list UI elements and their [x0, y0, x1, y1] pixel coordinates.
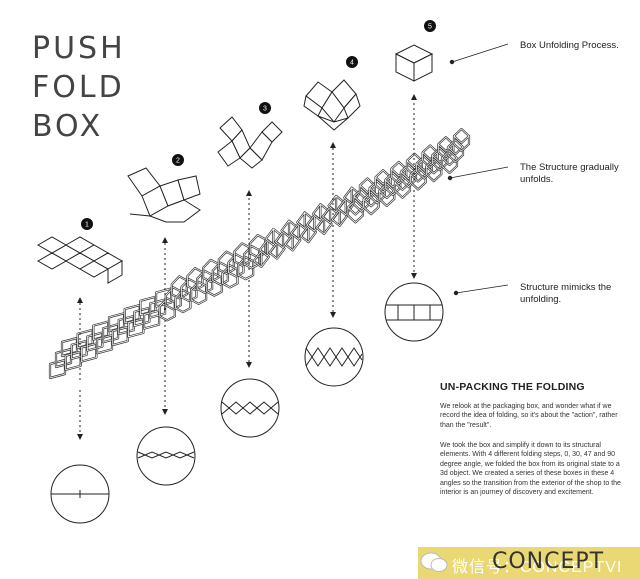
title-line-2: FOLD: [32, 70, 125, 105]
step-badges: 1 2 3 4 5: [81, 20, 436, 230]
box-net-step-1: [36, 236, 124, 284]
lattice-cell: [48, 358, 67, 380]
lattice-cell: [133, 306, 151, 327]
lattice-cell: [190, 280, 208, 305]
leader-mimics: [455, 284, 509, 294]
step-badge-number: 4: [350, 60, 354, 67]
lattice-cell: [227, 253, 245, 278]
lattice-cell: [142, 309, 161, 330]
box-step-3: [217, 116, 283, 169]
lattice-cell: [164, 286, 182, 311]
lattice-cell: [170, 275, 188, 300]
lattice-cell: [158, 297, 176, 322]
lattice-cell: [315, 216, 333, 236]
lattice-cell: [70, 339, 88, 360]
lattice-cell: [117, 314, 135, 336]
lattice-cell: [80, 342, 98, 363]
box-step-2: [127, 167, 201, 223]
step-badge-5: 5: [424, 20, 436, 32]
lattice-cell: [211, 261, 229, 286]
lattice-cell: [217, 250, 235, 275]
lattice-cell: [186, 266, 204, 292]
lattice-cell: [127, 317, 145, 338]
description-paragraph-1: We relook at the packaging box, and wond…: [440, 403, 618, 429]
step-badge-2: 2: [172, 154, 184, 166]
lattice-cell: [54, 347, 73, 369]
lattice-cell: [268, 241, 286, 260]
lattice-cell: [95, 334, 114, 355]
title-line-1: PUSH: [32, 31, 126, 66]
watermark-bar: [418, 547, 640, 579]
lattice-cell: [111, 325, 129, 347]
box-step-5-cube: [394, 44, 434, 82]
step-badge-1: 1: [81, 218, 93, 230]
section-circle-3: [220, 378, 280, 438]
leader-unfolding: [451, 43, 509, 63]
box-step-4: [303, 79, 361, 131]
lattice-cell: [252, 249, 270, 268]
section-circle-4: [304, 327, 364, 387]
lattice-cell: [452, 127, 471, 153]
lattice-cell: [180, 277, 198, 303]
step-badge-3: 3: [259, 102, 271, 114]
lattice-cell: [174, 288, 192, 314]
step-badge-number: 5: [428, 24, 432, 31]
section-circle-5: [384, 282, 444, 342]
annotation-structure-line1: The Structure gradually: [520, 162, 619, 173]
lattice-cell: [196, 269, 214, 294]
lattice-cell: [299, 225, 317, 244]
section-circle-1: [50, 464, 110, 524]
lattice-cell: [148, 298, 167, 319]
step-badge-number: 2: [176, 158, 180, 165]
lattice-cell: [64, 350, 82, 371]
annotation-mimics-line2: unfolding.: [520, 294, 562, 305]
lattice-cell: [86, 331, 104, 352]
lattice-cell: [284, 233, 302, 252]
annotation-unfolding: Box Unfolding Process.: [520, 40, 619, 51]
section-heading: UN-PACKING THE FOLDING: [440, 381, 585, 393]
lattice-cell: [233, 242, 251, 267]
wechat-icon: [420, 552, 448, 572]
description-paragraph-2: We took the box and simplify it down to …: [440, 442, 621, 497]
title-line-3: BOX: [32, 109, 104, 144]
lattice-cell: [221, 264, 239, 289]
annotation-structure-line2: unfolds.: [520, 174, 554, 185]
step-badge-number: 3: [263, 106, 267, 113]
lattice-structure: [48, 127, 471, 380]
lattice-cell: [101, 323, 120, 344]
section-circle-2: [136, 426, 196, 486]
annotation-mimics-line1: Structure mimicks the: [520, 282, 612, 293]
watermark-concept: CONCEPT: [492, 549, 605, 574]
step-badge-4: 4: [346, 56, 358, 68]
lattice-cell: [205, 272, 223, 297]
lattice-cell: [154, 287, 173, 308]
lattice-cell: [202, 258, 220, 283]
leader-structure: [449, 166, 509, 179]
watermark-text: 微信号：CONCEPTVI: [452, 559, 623, 576]
lattice-cell: [237, 256, 255, 281]
step-badge-number: 1: [85, 222, 89, 229]
